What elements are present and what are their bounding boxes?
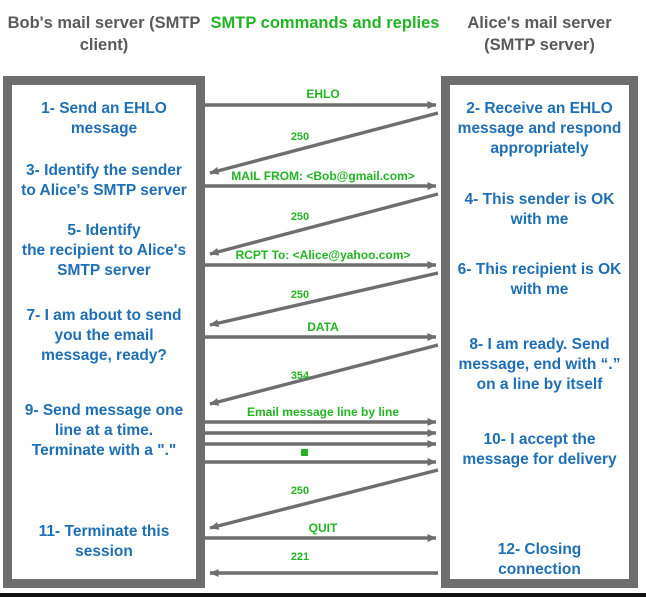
server-step-12: 12- Closing connection: [497, 541, 582, 579]
arrow-250-c: [209, 271, 439, 328]
server-panel-inner: 2- Receive an EHLO message and respond a…: [450, 85, 629, 579]
label-250-b: 250: [290, 211, 310, 223]
label-data: DATA: [307, 320, 339, 334]
client-step-3: 3- Identify the sender to Alice's SMTP s…: [21, 162, 187, 200]
server-panel: 2- Receive an EHLO message and respond a…: [441, 76, 638, 588]
server-step-4: 4- This sender is OK with me: [464, 191, 615, 229]
server-step-2: 2- Receive an EHLO message and respond a…: [457, 100, 622, 158]
client-panel: 1- Send an EHLO message 3- Identify the …: [3, 76, 205, 588]
client-step-5: 5- Identify the recipient to Alice's SMT…: [21, 222, 187, 280]
arrow-250-b: [209, 192, 439, 256]
client-panel-inner: 1- Send an EHLO message 3- Identify the …: [12, 85, 196, 579]
client-step-7: 7- I am about to send you the email mess…: [26, 307, 182, 365]
client-column-title: Bob's mail server (SMTP client): [7, 14, 201, 55]
server-column-title: Alice's mail server (SMTP server): [467, 14, 612, 55]
continuation-dot-icon: [301, 449, 308, 456]
label-250-a: 250: [290, 131, 310, 143]
bottom-edge-strip: [0, 593, 646, 597]
arrow-250-a: [209, 111, 439, 175]
server-step-6: 6- This recipient is OK with me: [457, 261, 622, 299]
label-quit: QUIT: [308, 521, 338, 535]
arrow-layer: [205, 101, 439, 577]
label-ehlo: EHLO: [306, 87, 340, 101]
client-step-1: 1- Send an EHLO message: [41, 100, 167, 138]
label-mail-from: MAIL FROM: <Bob@gmail.com>: [231, 169, 415, 183]
label-250-d: 250: [290, 485, 310, 497]
arrow-250-d: [209, 468, 439, 530]
label-354: 354: [290, 370, 310, 382]
server-step-8: 8- I am ready. Send message, end with “.…: [458, 336, 621, 394]
protocol-column-title: SMTP commands and replies: [210, 14, 440, 32]
label-221: 221: [290, 551, 310, 563]
client-step-9: 9- Send message one line at a time. Term…: [24, 402, 184, 460]
arrow-354: [209, 343, 439, 406]
label-rcpt-to: RCPT To: <Alice@yahoo.com>: [235, 248, 411, 262]
protocol-lane: EHLO 250 MAIL FROM: <Bob@gmail.com> 250 …: [205, 0, 441, 597]
label-250-c: 250: [290, 289, 310, 301]
server-step-10: 10- I accept the message for delivery: [462, 431, 617, 469]
client-step-11: 11- Terminate this session: [38, 523, 170, 561]
label-email-message: Email message line by line: [246, 405, 400, 419]
